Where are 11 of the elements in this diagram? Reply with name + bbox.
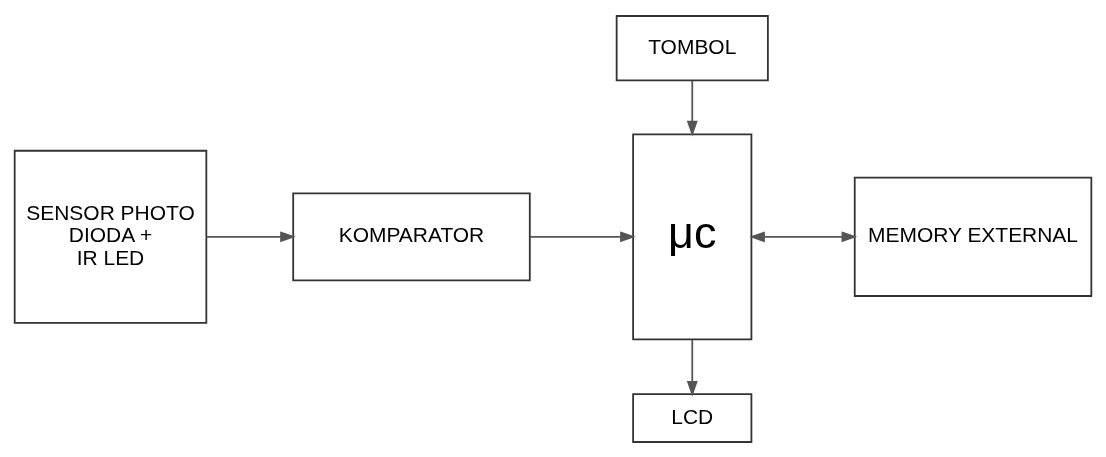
arrow: [529, 230, 636, 242]
node-box: LCD: [632, 392, 753, 443]
node-box: TOMBOL: [615, 14, 769, 81]
node-box: KOMPARATOR: [292, 192, 531, 281]
arrow: [749, 230, 858, 242]
node-box: MEMORY EXTERNAL: [853, 176, 1093, 297]
arrow: [205, 230, 296, 242]
node-box: SENSOR PHOTO DIODA + IR LED: [13, 149, 208, 324]
arrow: [686, 338, 698, 397]
node-box: μc: [632, 132, 753, 340]
arrow: [686, 79, 698, 136]
